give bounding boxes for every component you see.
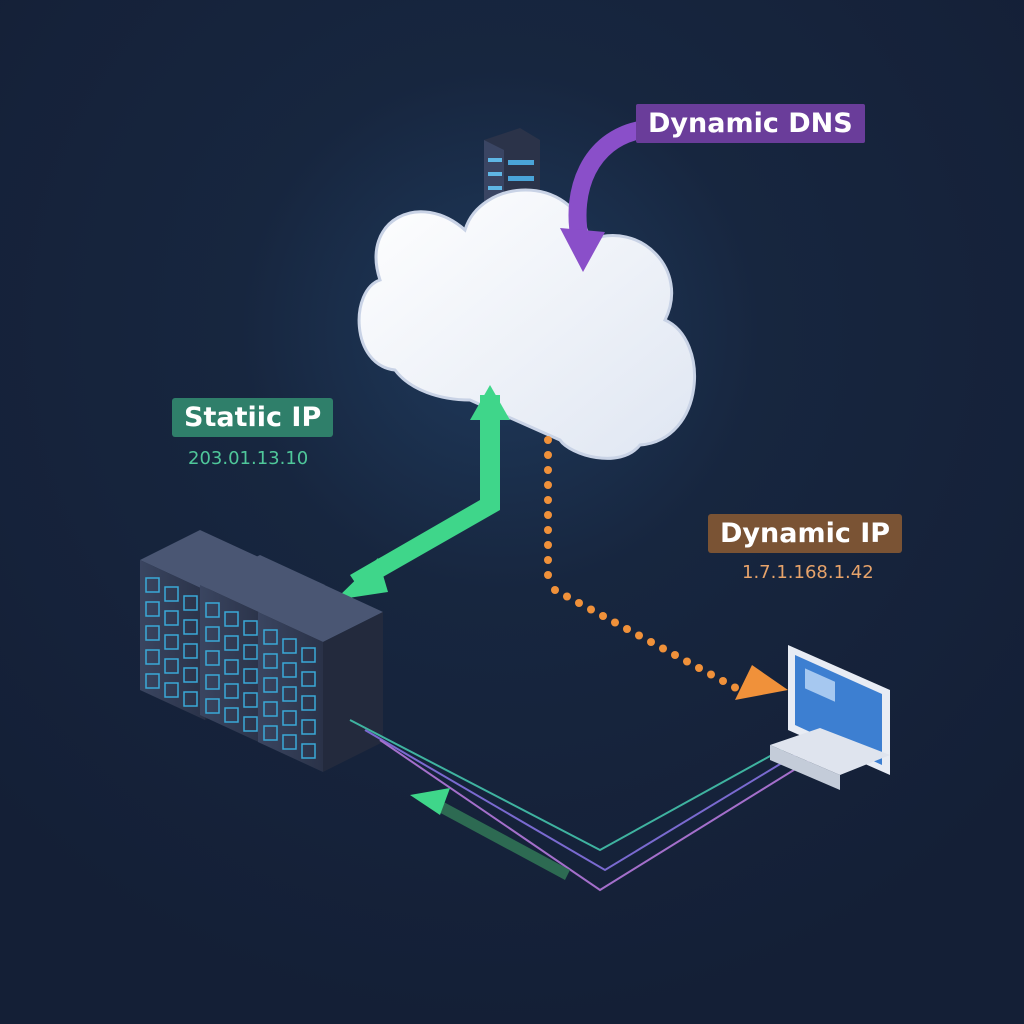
dot: [544, 451, 552, 459]
dot: [635, 631, 643, 640]
dot: [647, 638, 655, 646]
dot: [544, 466, 552, 474]
dot: [599, 612, 607, 620]
dot: [659, 644, 667, 653]
server-racks-icon: [140, 530, 383, 772]
dynamic-dns-arrow: [560, 121, 643, 272]
dot: [563, 592, 571, 601]
network-cables: [349, 719, 811, 892]
dynamic-ip-label: Dynamic IP: [708, 514, 903, 553]
return-arrow: [410, 788, 570, 880]
static-ip-label: Statiic IP: [172, 398, 334, 437]
dot: [575, 599, 583, 607]
dot: [544, 436, 552, 444]
dynamic-ip-arrowhead: [735, 665, 788, 700]
dot: [683, 657, 691, 666]
dot: [544, 556, 552, 564]
dot: [623, 625, 631, 633]
dot: [544, 511, 552, 519]
dynamic-ip-address: 1.7.1.168.1.42: [742, 562, 874, 583]
dot: [719, 677, 727, 685]
dot: [544, 481, 552, 489]
cloud-icon: [357, 188, 696, 460]
dot: [544, 496, 552, 504]
dot: [731, 683, 739, 692]
dot: [544, 526, 552, 534]
static-ip-address: 203.01.13.10: [188, 448, 309, 469]
dynamic-ip-dotted-path: [544, 436, 739, 692]
server-rack: [258, 582, 383, 772]
dot: [587, 605, 595, 614]
dot: [544, 571, 552, 579]
dot: [544, 541, 552, 549]
dot: [551, 586, 559, 594]
dynamic-dns-label: Dynamic DNS: [636, 104, 865, 143]
computer-monitor-icon: [770, 645, 890, 790]
dot: [611, 618, 619, 627]
dot: [707, 670, 715, 679]
static-ip-arrow: [335, 385, 510, 600]
dot: [671, 651, 679, 659]
dot: [695, 664, 703, 672]
